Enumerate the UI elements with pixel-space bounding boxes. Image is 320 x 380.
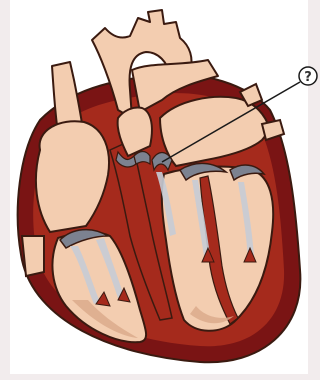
inferior-vena-cava [22,236,44,276]
callout-label: ? [304,70,312,85]
callout-marker: ? [299,67,317,85]
